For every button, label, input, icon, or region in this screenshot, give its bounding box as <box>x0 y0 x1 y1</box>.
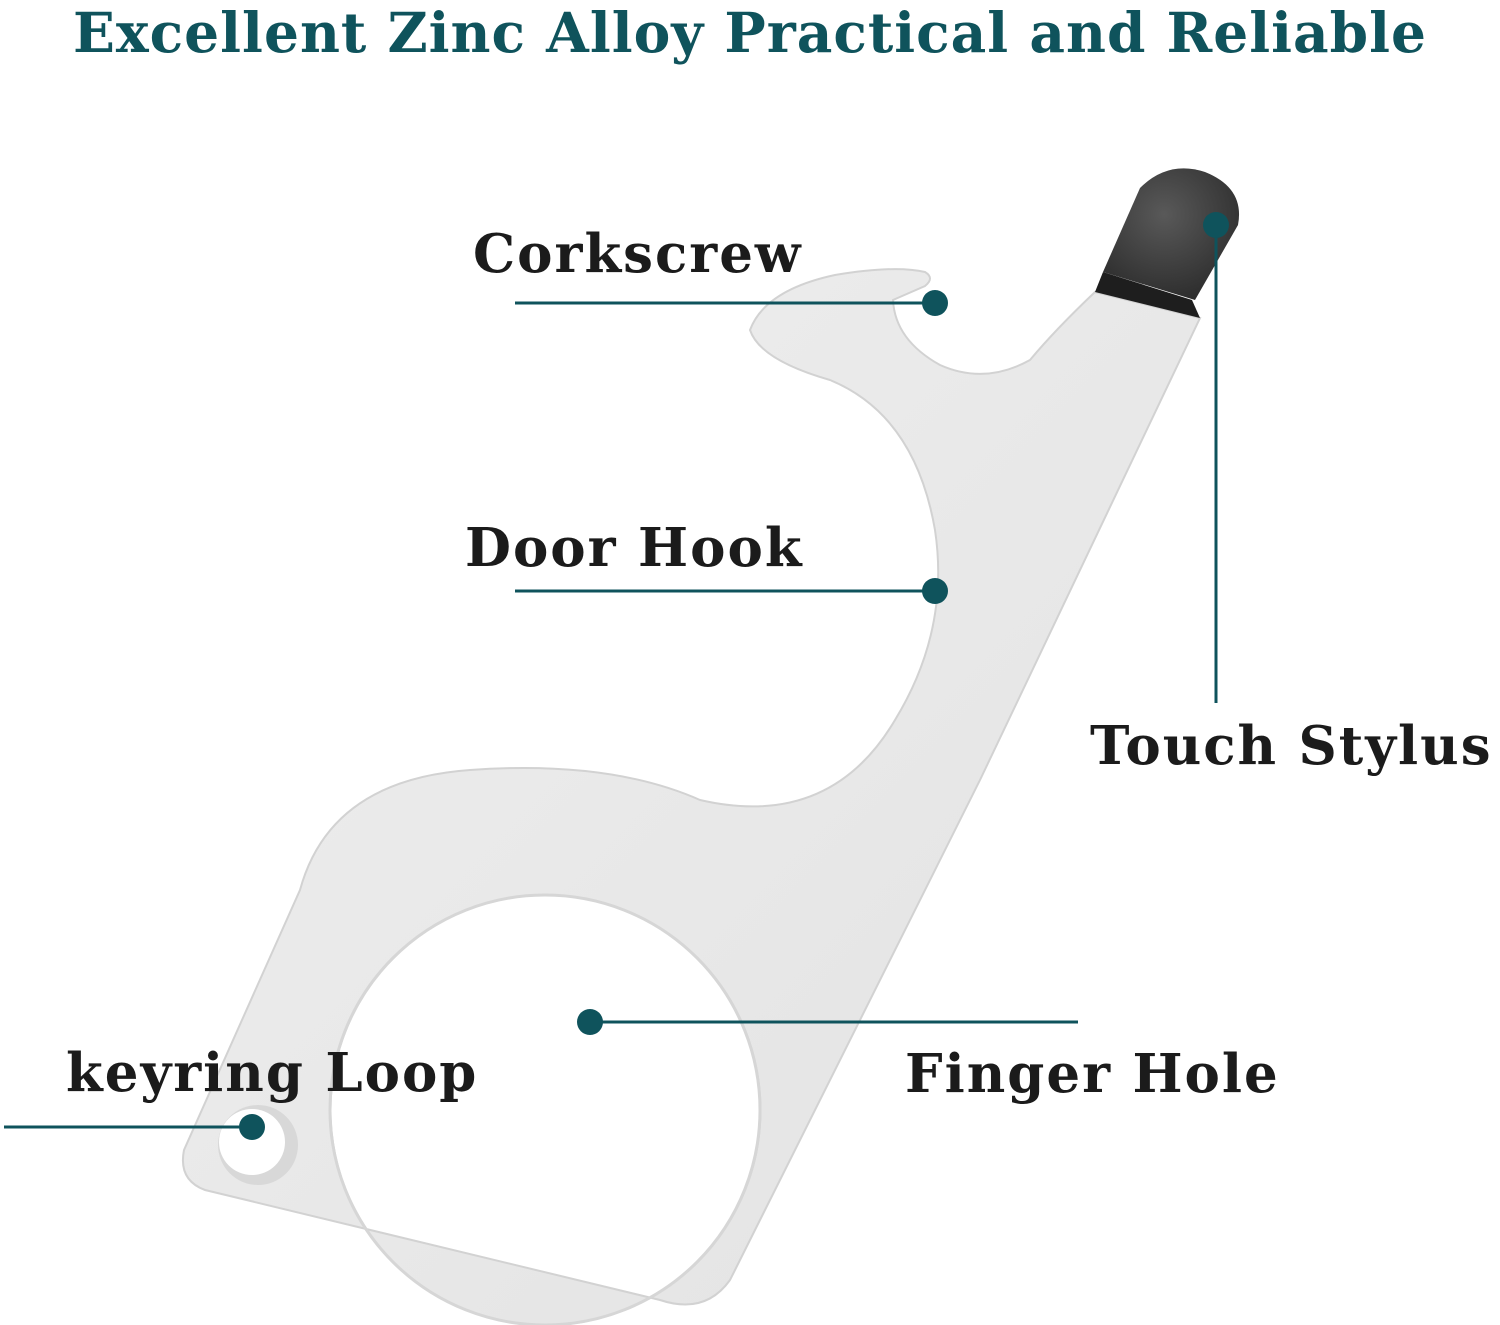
finger-hole-edge <box>328 893 762 1325</box>
label-door-hook: Door Hook <box>465 517 804 579</box>
tool-body <box>182 268 1202 1325</box>
callout-keyring-loop <box>4 1114 265 1140</box>
label-finger-hole: Finger Hole <box>905 1043 1280 1105</box>
label-keyring-loop: keyring Loop <box>66 1042 478 1104</box>
callout-corkscrew <box>515 290 948 316</box>
callout-finger-hole <box>577 1009 1078 1035</box>
callout-touch-stylus <box>1203 212 1229 703</box>
stylus-tip <box>1103 168 1240 300</box>
callout-door-hook <box>515 578 948 604</box>
label-touch-stylus: Touch Stylus <box>1090 715 1493 777</box>
stylus-collar <box>1095 272 1200 318</box>
page-title: Excellent Zinc Alloy Practical and Relia… <box>72 0 1428 65</box>
label-corkscrew: Corkscrew <box>473 223 803 285</box>
